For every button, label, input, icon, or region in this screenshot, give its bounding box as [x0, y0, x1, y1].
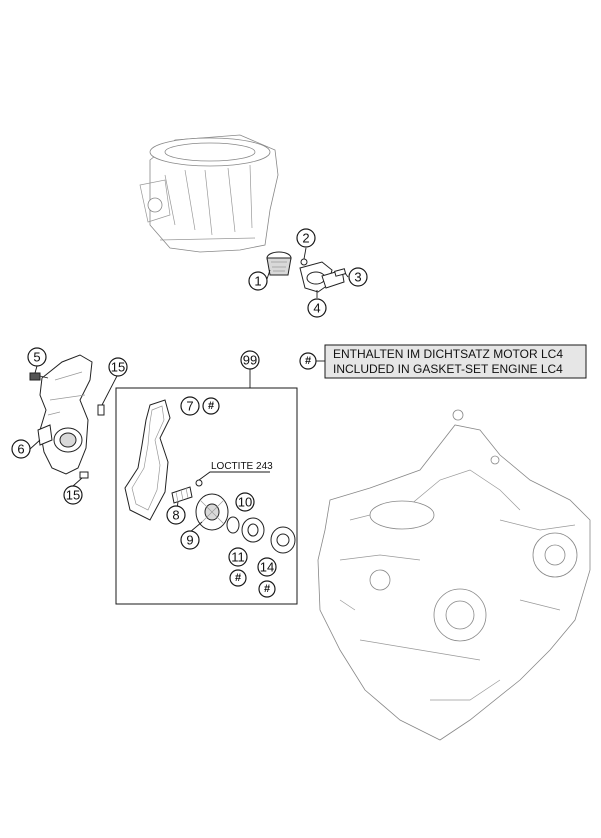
callout-7: 7: [180, 396, 200, 416]
seal-ring-part: [226, 516, 240, 534]
callout-8: 8: [166, 505, 186, 525]
bolt-part-15-lower: [79, 471, 89, 479]
svg-text:#: #: [235, 572, 241, 584]
callout-15-upper: 15: [108, 357, 128, 377]
svg-text:15: 15: [66, 488, 80, 503]
svg-text:#: #: [208, 400, 214, 412]
callout-10: 10: [235, 492, 255, 512]
svg-text:6: 6: [17, 442, 24, 457]
water-pump-cover-part: [37, 354, 93, 475]
gasket-kit-marker-7: #: [202, 397, 220, 415]
svg-text:10: 10: [238, 495, 252, 510]
callout-9: 9: [180, 530, 200, 550]
svg-text:11: 11: [231, 550, 245, 565]
svg-text:9: 9: [186, 533, 193, 548]
legend-line-english: INCLUDED IN GASKET-SET ENGINE LC4: [333, 362, 563, 376]
callout-2: 2: [296, 228, 316, 248]
callout-11: 11: [228, 547, 248, 567]
callout-6: 6: [11, 439, 31, 459]
svg-text:2: 2: [302, 231, 309, 246]
svg-text:3: 3: [354, 270, 361, 285]
thermostat-part: [266, 251, 292, 276]
svg-text:5: 5: [33, 350, 40, 365]
callout-99: 99: [240, 350, 260, 370]
spring-part: [171, 479, 203, 504]
bolt-part-15-upper: [97, 404, 105, 416]
legend-gasket-set: # ENTHALTEN IM DICHTSATZ MOTOR LC4 INCLU…: [299, 344, 587, 379]
shaft-seal-part-14: [270, 526, 296, 554]
cylinder-drawing: [139, 134, 279, 253]
thermostat-housing-part: [299, 261, 345, 293]
callout-4: 4: [307, 298, 327, 318]
svg-text:7: 7: [186, 399, 193, 414]
impeller-part: [195, 493, 229, 531]
callout-14: 14: [257, 557, 277, 577]
engine-case-drawing: [317, 409, 591, 741]
callout-1: 1: [248, 271, 268, 291]
o-ring-part: [300, 258, 308, 266]
svg-text:99: 99: [243, 353, 257, 368]
gasket-kit-marker-11: #: [229, 569, 247, 587]
gasket-part: [124, 399, 171, 521]
callout-15-lower: 15: [63, 485, 83, 505]
gasket-kit-marker-14: #: [258, 580, 276, 598]
svg-text:#: #: [264, 583, 270, 595]
callout-5: 5: [27, 347, 47, 367]
svg-text:#: #: [305, 355, 311, 367]
svg-text:8: 8: [172, 508, 179, 523]
callout-3: 3: [348, 267, 368, 287]
repair-kit-box: [115, 387, 298, 605]
screw-part-3: [334, 268, 347, 277]
legend-line-german: ENTHALTEN IM DICHTSATZ MOTOR LC4: [333, 347, 563, 361]
loctite-annotation: LOCTITE 243: [211, 461, 273, 472]
svg-text:4: 4: [313, 301, 320, 316]
svg-text:15: 15: [111, 360, 125, 375]
svg-text:1: 1: [254, 274, 261, 289]
svg-text:14: 14: [260, 560, 274, 575]
shaft-seal-part-11: [241, 517, 265, 543]
